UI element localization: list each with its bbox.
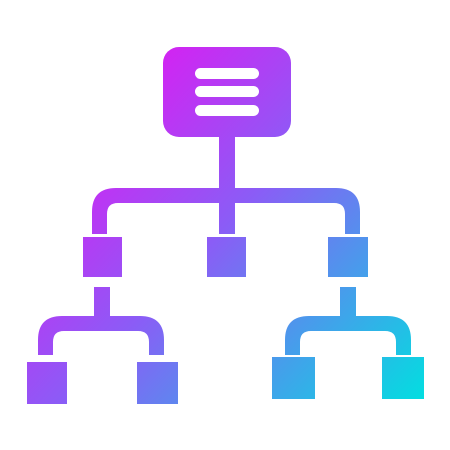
bottom-node-3	[272, 357, 315, 399]
menu-lines-icon	[195, 68, 259, 116]
bottom-node-2	[137, 362, 178, 404]
bottom-node-1	[27, 362, 67, 404]
middle-node-left	[83, 237, 122, 277]
connector-root	[92, 137, 360, 234]
middle-node-right	[328, 237, 368, 277]
bottom-node-4	[382, 357, 424, 399]
middle-node-center	[207, 237, 246, 277]
connector-left-subtree	[38, 287, 164, 355]
connector-right-subtree	[285, 287, 411, 355]
